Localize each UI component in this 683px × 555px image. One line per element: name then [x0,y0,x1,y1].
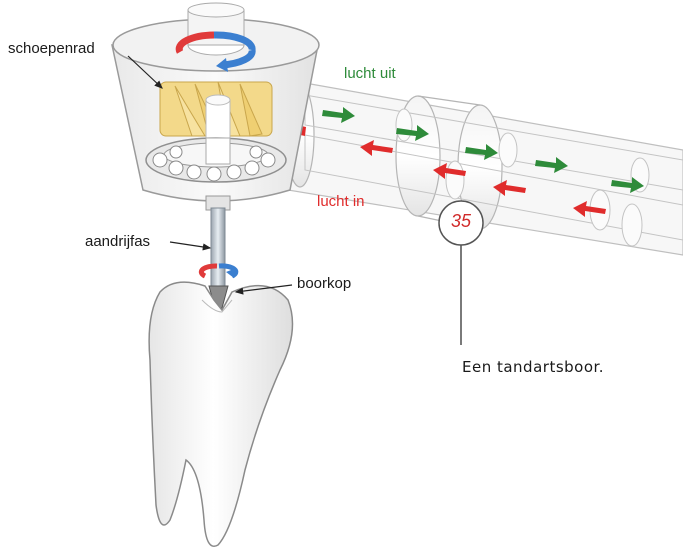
tooth [149,282,292,546]
ball-bearing [146,138,286,182]
label-impeller: schoepenrad [8,40,95,57]
label-air-out: lucht uit [344,65,396,82]
impeller [160,82,272,140]
label-drive-shaft: aandrijfas [85,233,150,250]
air-hose [286,80,683,255]
label-drill-head: boorkop [297,275,351,292]
label-air-in: lucht in [317,193,365,210]
figure-number: 35 [441,211,481,232]
drive-shaft [206,196,230,286]
figure-caption: Een tandartsboor. [462,358,604,376]
